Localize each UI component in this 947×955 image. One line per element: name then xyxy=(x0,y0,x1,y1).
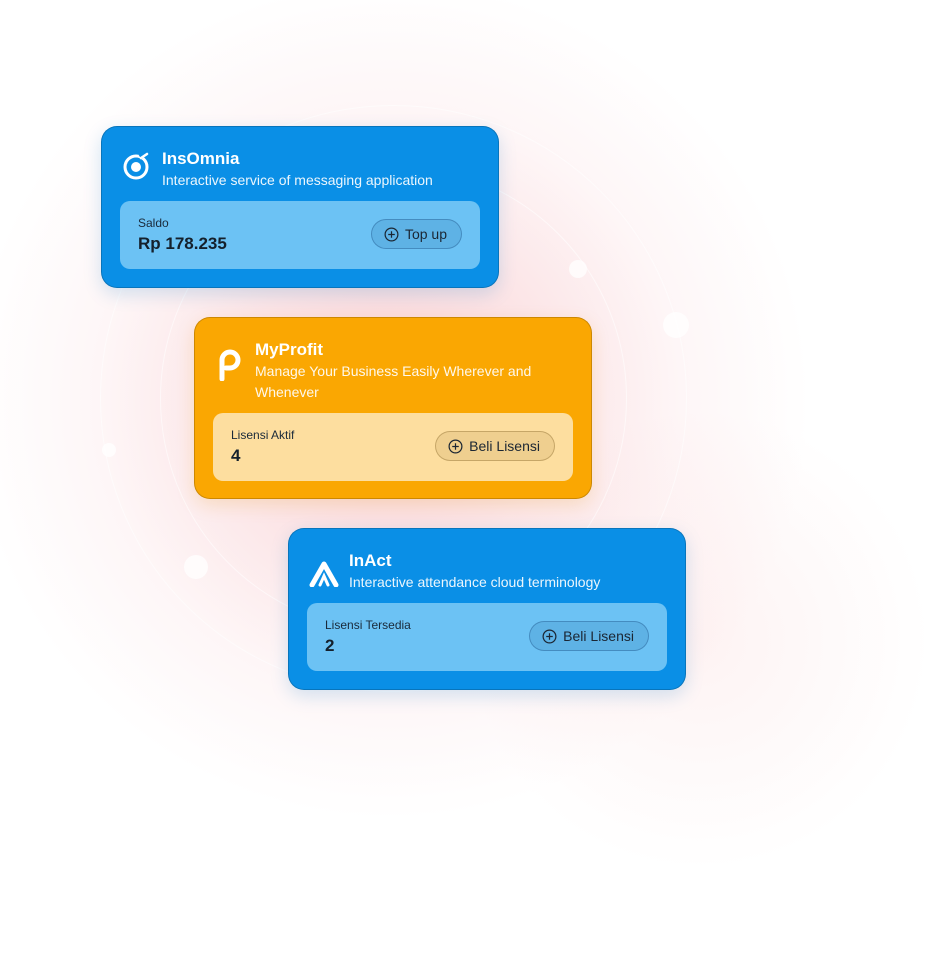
panel-value: Rp 178.235 xyxy=(138,234,227,253)
plus-circle-icon xyxy=(384,227,399,241)
decor-dot xyxy=(102,443,116,457)
license-panel: Lisensi Tersedia 2 Beli Lisensi xyxy=(307,603,667,671)
app-card-insomnia[interactable]: InsOmnia Interactive service of messagin… xyxy=(101,126,499,288)
buy-license-button[interactable]: Beli Lisensi xyxy=(435,431,555,461)
panel-value: 2 xyxy=(325,636,335,655)
panel-label: Saldo xyxy=(138,216,169,230)
app-card-inact[interactable]: InAct Interactive attendance cloud termi… xyxy=(288,528,686,690)
decor-dot xyxy=(569,260,587,278)
plus-circle-icon xyxy=(448,439,463,453)
app-name: InAct xyxy=(349,551,392,570)
button-label: Beli Lisensi xyxy=(563,628,634,644)
button-label: Beli Lisensi xyxy=(469,438,540,454)
plus-circle-icon xyxy=(542,629,557,643)
a-logo-icon xyxy=(307,557,341,591)
app-name: MyProfit xyxy=(255,340,323,359)
card-header: MyProfit Manage Your Business Easily Whe… xyxy=(213,340,573,403)
button-label: Top up xyxy=(404,226,447,242)
app-description: Interactive service of messaging applica… xyxy=(162,172,433,188)
decor-ring-outer xyxy=(100,105,687,692)
eye-icon xyxy=(120,149,154,183)
p-logo-icon xyxy=(213,348,247,382)
app-card-myprofit[interactable]: MyProfit Manage Your Business Easily Whe… xyxy=(194,317,592,499)
app-description: Interactive attendance cloud terminology xyxy=(349,574,601,590)
buy-license-button[interactable]: Beli Lisensi xyxy=(529,621,649,651)
top-up-button[interactable]: Top up xyxy=(370,219,462,249)
panel-label: Lisensi Tersedia xyxy=(325,618,411,632)
app-description: Manage Your Business Easily Wherever and… xyxy=(255,363,532,400)
app-name: InsOmnia xyxy=(162,149,240,168)
license-panel: Lisensi Aktif 4 Beli Lisensi xyxy=(213,413,573,481)
card-header: InsOmnia Interactive service of messagin… xyxy=(120,149,480,191)
panel-value: 4 xyxy=(231,446,241,465)
card-header: InAct Interactive attendance cloud termi… xyxy=(307,551,667,593)
decor-dot xyxy=(663,312,689,338)
decor-dot xyxy=(184,555,208,579)
panel-label: Lisensi Aktif xyxy=(231,428,295,442)
balance-panel: Saldo Rp 178.235 Top up xyxy=(120,201,480,269)
